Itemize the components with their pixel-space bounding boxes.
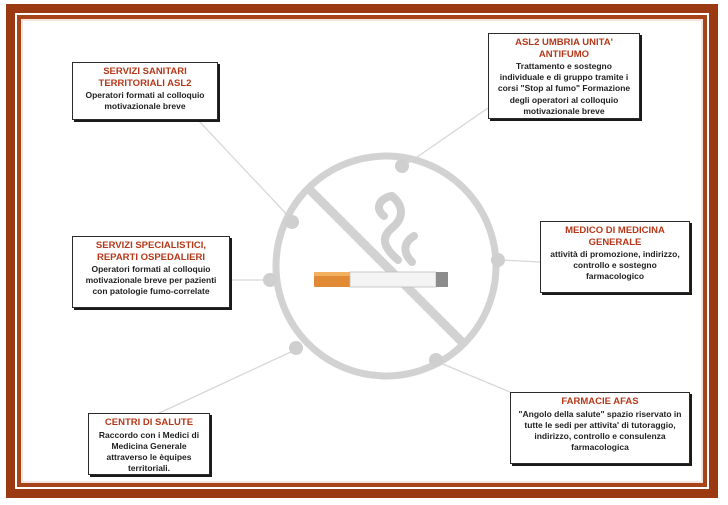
ring-dot-lower-left [289,341,303,355]
connector-centri-salute [154,349,296,416]
ring-dot-lower-right [429,353,443,367]
node-centri-salute: CENTRI DI SALUTE Raccordo con i Medici d… [88,413,210,475]
no-smoking-sign-icon [272,152,500,380]
node-title: SERVIZI SPECIALISTICI, REPARTI OSPEDALIE… [95,240,207,263]
node-description: attività di promozione, indirizzo, contr… [550,249,680,282]
connector-lines [154,107,541,416]
node-title: MEDICO DI MEDICINA GENERALE [565,225,665,248]
connector-asl2-umbria [403,107,489,167]
connector-medico-generale [499,259,541,263]
ring-dot-left [263,273,277,287]
connector-servizi-sanitari [197,119,293,221]
node-description: "Angolo della salute" spazio riservato i… [518,408,682,453]
node-title: SERVIZI SANITARI TERRITORIALI ASL2 [98,66,192,89]
node-description: Operatori formati al colloquio motivazio… [85,90,205,112]
node-servizi-specialistici: SERVIZI SPECIALISTICI, REPARTI OSPEDALIE… [72,236,230,308]
cigarette-icon [314,271,448,288]
ring-dot-upper-left [285,215,299,229]
ring-dot-right [491,253,505,267]
node-medico-generale: MEDICO DI MEDICINA GENERALE attività di … [540,221,690,293]
connector-farmacie-afas [437,361,511,393]
node-title: ASL2 UMBRIA UNITA' ANTIFUMO [515,37,613,60]
node-description: Operatori formati al colloquio motivazio… [85,264,217,297]
ring-node-dots [263,159,505,367]
node-servizi-sanitari: SERVIZI SANITARI TERRITORIALI ASL2 Opera… [72,62,218,120]
node-title: CENTRI DI SALUTE [104,417,194,428]
ring-dot-top [395,159,409,173]
node-description: Trattamento e sostegno individuale e di … [497,61,631,116]
node-title: FARMACIE AFAS [561,396,639,407]
node-farmacie-afas: FARMACIE AFAS "Angolo della salute" spaz… [510,392,690,464]
smoke-icon [375,192,418,266]
node-asl2-umbria: ASL2 UMBRIA UNITA' ANTIFUMO Trattamento … [488,33,640,119]
node-description: Raccordo con i Medici di Medicina Genera… [98,429,200,474]
